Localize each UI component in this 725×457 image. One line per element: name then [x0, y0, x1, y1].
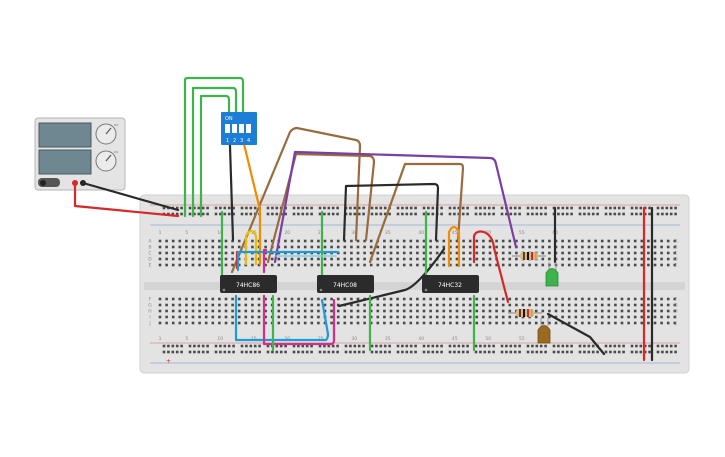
cc-label: CC: [114, 150, 118, 154]
wire-brown-1[interactable]: [230, 126, 362, 274]
column-number: 45: [452, 230, 458, 236]
column-number: 10: [217, 230, 223, 236]
column-number: 50: [485, 336, 491, 342]
row-letter: J: [148, 321, 150, 327]
dip-toggle-4[interactable]: [246, 124, 251, 133]
column-number: 30: [351, 336, 357, 342]
dip-number-3: 3: [240, 138, 243, 144]
wire-green-switch-2[interactable]: [191, 86, 238, 218]
column-number: 20: [284, 230, 290, 236]
row-letter: B: [148, 245, 151, 251]
row-letter: H: [148, 309, 151, 315]
current-display: [38, 149, 92, 175]
chip-74hc32[interactable]: 74HC32: [422, 275, 479, 293]
cv-label: CV: [114, 123, 119, 127]
wire-purple[interactable]: [273, 150, 518, 264]
wire-orange-1[interactable]: [241, 138, 262, 266]
chip-74hc86[interactable]: 74HC86: [220, 275, 277, 293]
column-number: 5: [185, 336, 188, 342]
dip-switch-on-label: ON: [225, 116, 233, 122]
led-green[interactable]: [545, 262, 559, 287]
power-supply[interactable]: CV CC: [34, 117, 126, 191]
wire-blue-1[interactable]: [236, 250, 340, 272]
column-number: 55: [519, 230, 525, 236]
resistor-1[interactable]: [512, 252, 546, 260]
column-number: 50: [485, 230, 491, 236]
wire-green-switch-1[interactable]: [183, 76, 245, 218]
chip-74hc86-label: 74HC86: [236, 282, 260, 289]
row-letter: A: [674, 239, 678, 245]
wires: [73, 76, 654, 362]
dip-number-1: 1: [226, 138, 229, 144]
column-number: 1: [159, 336, 162, 342]
column-number: 25: [318, 230, 324, 236]
wire-black-output[interactable]: [546, 312, 606, 356]
dip-switch[interactable]: ON 1 2 3 4: [221, 112, 257, 145]
row-letter: B: [674, 245, 677, 251]
wire-red-power[interactable]: [73, 181, 180, 218]
chip-74hc08[interactable]: 74HC08: [317, 275, 374, 293]
chip-74hc08-label: 74HC08: [333, 282, 357, 289]
row-letter: I: [149, 315, 150, 321]
column-number: 45: [452, 336, 458, 342]
row-letter: D: [148, 257, 152, 263]
wire-green-switch-3[interactable]: [199, 94, 231, 218]
wire-magenta-1[interactable]: [262, 294, 336, 346]
column-number: 10: [217, 336, 223, 342]
dip-number-2: 2: [233, 138, 236, 144]
breadboard-center-channel: [144, 282, 685, 290]
row-letter: C: [148, 251, 151, 257]
resistor-2[interactable]: [508, 309, 542, 317]
wire-brown-2[interactable]: [266, 152, 376, 264]
voltage-display: [38, 122, 92, 148]
column-number: 35: [385, 230, 391, 236]
wire-black-1[interactable]: [342, 182, 440, 242]
power-rail-lines: [150, 204, 680, 364]
column-number: 5: [185, 230, 188, 236]
column-number: 1: [159, 230, 162, 236]
wire-black-2[interactable]: [337, 247, 446, 308]
wire-blue-2[interactable]: [234, 294, 330, 342]
dip-toggle-2[interactable]: [232, 124, 237, 133]
row-letter: A: [148, 239, 152, 245]
column-number: 35: [385, 336, 391, 342]
wire-brown-3[interactable]: [368, 162, 465, 264]
row-letter: F: [675, 297, 678, 303]
row-letter: D: [674, 257, 678, 263]
wire-black-power[interactable]: [81, 181, 180, 212]
row-letter: H: [674, 309, 677, 315]
row-letter: F: [149, 297, 152, 303]
row-letter: J: [674, 321, 676, 327]
wire-yellow-loop[interactable]: [244, 229, 258, 266]
column-number: 30: [351, 230, 357, 236]
column-number: 40: [418, 230, 424, 236]
dip-toggle-1[interactable]: [225, 124, 230, 133]
row-letter: I: [675, 315, 676, 321]
breadboard-holes: [158, 206, 677, 354]
dip-number-4: 4: [247, 138, 250, 144]
dip-toggle-3[interactable]: [239, 124, 244, 133]
wire-red-loop[interactable]: [472, 230, 510, 304]
column-number: 40: [418, 336, 424, 342]
wire-orange-loop[interactable]: [447, 225, 461, 268]
chip-74hc32-label: 74HC32: [438, 282, 462, 289]
negative-terminal[interactable]: [40, 180, 46, 186]
rail-plus-sign: +: [166, 358, 171, 365]
row-letter: G: [148, 303, 152, 309]
row-letter: E: [149, 263, 152, 269]
row-letter: C: [674, 251, 677, 257]
wire-magenta-2[interactable]: [262, 248, 268, 274]
row-letter: E: [675, 263, 678, 269]
led-brown[interactable]: [537, 318, 551, 344]
row-letter: G: [674, 303, 678, 309]
column-number: 55: [519, 336, 525, 342]
